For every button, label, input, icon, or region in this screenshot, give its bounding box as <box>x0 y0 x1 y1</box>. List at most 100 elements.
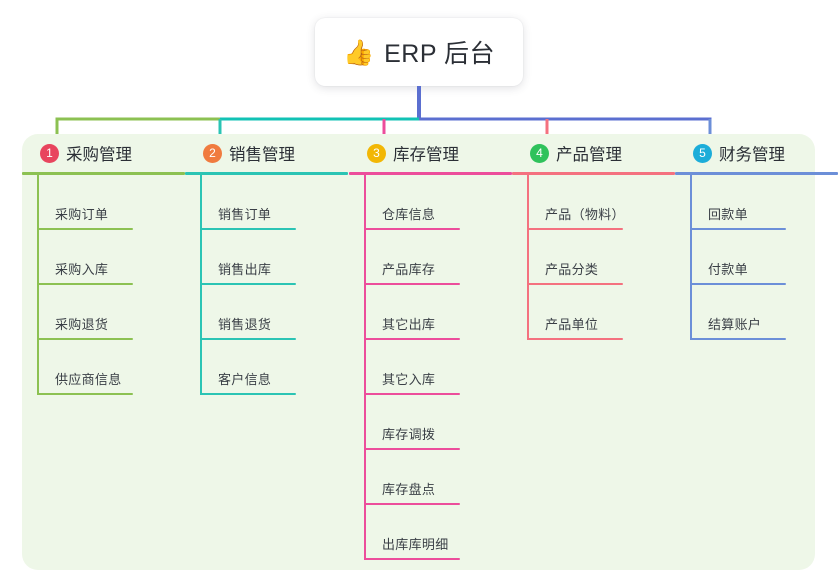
branch-header[interactable]: 4 产品管理 <box>512 134 675 172</box>
branch-child-underline <box>527 338 623 340</box>
branch-children: 采购订单采购入库采购退货供应商信息 <box>22 175 185 395</box>
branch-child-underline <box>200 338 296 340</box>
branch-child-item[interactable]: 回款单 <box>690 175 838 230</box>
branch-child-label: 销售订单 <box>218 207 272 222</box>
branch-spine <box>37 175 39 395</box>
branch-child-label: 付款单 <box>708 262 748 277</box>
branch-child-label: 供应商信息 <box>55 372 122 387</box>
branch-child-item[interactable]: 产品单位 <box>527 285 675 340</box>
root-node[interactable]: 👍 ERP 后台 <box>315 18 523 86</box>
branch-children: 仓库信息产品库存其它出库其它入库库存调拨库存盘点出库库明细 <box>349 175 512 560</box>
branch-child-item[interactable]: 其它入库 <box>364 340 512 395</box>
branch-child-underline <box>200 393 296 395</box>
branch-label: 采购管理 <box>66 146 132 164</box>
branch-child-label: 库存调拨 <box>382 427 436 442</box>
branch-spine <box>527 175 529 340</box>
branch-child-label: 其它出库 <box>382 317 436 332</box>
branch-child-label: 产品单位 <box>545 317 599 332</box>
branch-number-badge: 4 <box>530 143 549 163</box>
branch-child-item[interactable]: 付款单 <box>690 230 838 285</box>
branch-child-underline <box>200 228 296 230</box>
branch-child-item[interactable]: 采购退货 <box>37 285 185 340</box>
root-title: ERP 后台 <box>384 40 496 68</box>
branch-child-underline <box>200 283 296 285</box>
branch-child-item[interactable]: 出库库明细 <box>364 505 512 560</box>
branch-child-label: 出库库明细 <box>382 537 449 552</box>
branch-child-underline <box>364 338 460 340</box>
branch-child-item[interactable]: 其它出库 <box>364 285 512 340</box>
branch-child-underline <box>364 228 460 230</box>
branch-header[interactable]: 3 库存管理 <box>349 134 512 172</box>
branch-child-underline <box>690 283 786 285</box>
branch-child-label: 客户信息 <box>218 372 272 387</box>
branch-child-underline <box>527 283 623 285</box>
branch-child-label: 采购入库 <box>55 262 109 277</box>
branch-child-label: 产品库存 <box>382 262 436 277</box>
branch-column[interactable]: 3 库存管理仓库信息产品库存其它出库其它入库库存调拨库存盘点出库库明细 <box>349 134 512 560</box>
branch-child-underline <box>37 228 133 230</box>
branch-column[interactable]: 5 财务管理回款单付款单结算账户 <box>675 134 838 340</box>
branch-children: 产品（物料） 产品分类产品单位 <box>512 175 675 340</box>
branch-underline <box>675 172 838 175</box>
branch-underline <box>512 172 675 175</box>
branch-child-label: 其它入库 <box>382 372 436 387</box>
branch-number-badge: 5 <box>693 143 712 163</box>
branch-child-item[interactable]: 销售出库 <box>200 230 348 285</box>
branch-child-underline <box>690 228 786 230</box>
branch-children: 回款单付款单结算账户 <box>675 175 838 340</box>
branch-child-item[interactable]: 产品分类 <box>527 230 675 285</box>
branch-number-badge: 1 <box>40 143 59 163</box>
branch-child-underline <box>364 393 460 395</box>
branch-child-underline <box>37 338 133 340</box>
branch-underline <box>349 172 512 175</box>
branch-child-label: 结算账户 <box>708 317 762 332</box>
branch-child-item[interactable]: 库存调拨 <box>364 395 512 450</box>
branch-child-item[interactable]: 销售订单 <box>200 175 348 230</box>
branch-child-item[interactable]: 采购订单 <box>37 175 185 230</box>
branch-child-label: 销售出库 <box>218 262 272 277</box>
branch-child-item[interactable]: 供应商信息 <box>37 340 185 395</box>
branch-child-underline <box>37 393 133 395</box>
branch-child-item[interactable]: 库存盘点 <box>364 450 512 505</box>
branch-spine <box>364 175 366 560</box>
branch-child-label: 采购订单 <box>55 207 109 222</box>
branch-label: 库存管理 <box>393 146 459 164</box>
branch-label: 财务管理 <box>719 146 785 164</box>
branch-label: 销售管理 <box>229 146 295 164</box>
branch-child-item[interactable]: 销售退货 <box>200 285 348 340</box>
branch-child-item[interactable]: 采购入库 <box>37 230 185 285</box>
branch-child-label: 仓库信息 <box>382 207 436 222</box>
branch-child-label: 回款单 <box>708 207 748 222</box>
branch-child-underline <box>364 503 460 505</box>
branch-child-item[interactable]: 产品库存 <box>364 230 512 285</box>
branch-child-label: 采购退货 <box>55 317 109 332</box>
branch-header[interactable]: 1 采购管理 <box>22 134 185 172</box>
branch-underline <box>185 172 348 175</box>
branch-child-item[interactable]: 产品（物料） <box>527 175 675 230</box>
branch-panel <box>22 134 815 570</box>
branch-child-underline <box>364 448 460 450</box>
branch-spine <box>690 175 692 340</box>
branch-children: 销售订单销售出库销售退货客户信息 <box>185 175 348 395</box>
branch-child-label: 产品（物料） <box>545 207 625 222</box>
branch-column[interactable]: 4 产品管理产品（物料） 产品分类产品单位 <box>512 134 675 340</box>
branch-child-underline <box>364 558 460 560</box>
branch-column[interactable]: 1 采购管理采购订单采购入库采购退货供应商信息 <box>22 134 185 395</box>
branch-number-badge: 3 <box>367 143 386 163</box>
branch-child-label: 库存盘点 <box>382 482 436 497</box>
branch-child-label: 产品分类 <box>545 262 599 277</box>
branch-label: 产品管理 <box>556 146 622 164</box>
branch-child-underline <box>527 228 623 230</box>
branch-child-label: 销售退货 <box>218 317 272 332</box>
branch-child-item[interactable]: 客户信息 <box>200 340 348 395</box>
branch-child-underline <box>37 283 133 285</box>
branch-child-underline <box>690 338 786 340</box>
branch-child-item[interactable]: 仓库信息 <box>364 175 512 230</box>
branch-underline <box>22 172 185 175</box>
branch-child-item[interactable]: 结算账户 <box>690 285 838 340</box>
branch-header[interactable]: 5 财务管理 <box>675 134 838 172</box>
